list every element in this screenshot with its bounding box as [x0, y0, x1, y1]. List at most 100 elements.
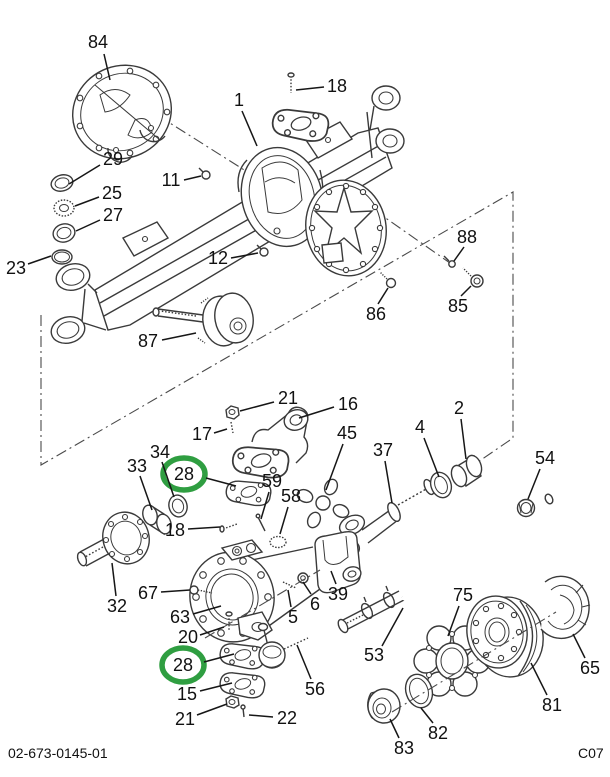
callout-84: 84 — [88, 32, 108, 52]
callout-87: 87 — [138, 331, 158, 351]
leader-85 — [460, 285, 472, 297]
callout-28-lower[interactable]: 28 — [173, 655, 193, 675]
callout-86: 86 — [366, 304, 386, 324]
callout-45: 45 — [337, 423, 357, 443]
part-brake-drum — [466, 595, 544, 678]
callout-12: 12 — [208, 248, 228, 268]
leader-27 — [75, 219, 101, 232]
callout-85: 85 — [448, 296, 468, 316]
callout-1: 1 — [234, 90, 244, 110]
part-ring-stack — [50, 174, 76, 265]
leader-21-lower — [196, 703, 228, 716]
leader-29 — [68, 164, 101, 185]
leader-88 — [453, 246, 465, 262]
callout-32: 32 — [107, 596, 127, 616]
leader-63 — [192, 605, 222, 615]
phantom-axis-lines — [204, 569, 557, 713]
leader-83 — [389, 718, 400, 739]
callout-21-lower: 21 — [175, 709, 195, 729]
leader-5 — [287, 589, 292, 608]
callout-28-upper[interactable]: 28 — [174, 464, 194, 484]
part-bushing-33 — [142, 503, 172, 536]
leader-32 — [111, 562, 117, 597]
callout-23: 23 — [6, 258, 26, 278]
callouts: 84 18 1 29 11 25 27 23 12 88 85 86 87 21… — [6, 32, 600, 758]
leader-6 — [302, 581, 312, 595]
leader-84 — [103, 53, 111, 81]
leader-67 — [160, 589, 191, 593]
leader-54 — [527, 468, 541, 500]
leader-59 — [260, 491, 270, 520]
callout-65: 65 — [580, 658, 600, 678]
part-axle-shaft-flange — [76, 511, 150, 567]
callout-29: 29 — [103, 149, 123, 169]
callout-16: 16 — [338, 394, 358, 414]
leader-20 — [199, 626, 225, 636]
leader-11 — [183, 175, 202, 181]
callout-54: 54 — [535, 448, 555, 468]
leader-53 — [381, 607, 404, 647]
leader-18-knuckle — [187, 526, 221, 530]
document-code: 02-673-0145-01 — [8, 745, 108, 761]
callout-34: 34 — [150, 442, 170, 462]
callout-4: 4 — [415, 417, 425, 437]
callout-37: 37 — [373, 440, 393, 460]
phantom-boundary-lines — [40, 81, 514, 466]
leader-65 — [572, 633, 586, 659]
leader-34 — [161, 461, 175, 498]
callout-11: 11 — [162, 170, 181, 190]
page-code: C07 — [578, 745, 604, 761]
callout-17: 17 — [192, 424, 212, 444]
callout-22: 22 — [277, 708, 297, 728]
leader-28-lower — [203, 653, 235, 663]
part-pin-59 — [255, 513, 266, 532]
leader-45 — [325, 443, 344, 491]
part-small-bolts — [198, 167, 484, 289]
callout-18-knuckle: 18 — [165, 520, 185, 540]
leader-25 — [74, 196, 100, 207]
leader-21-arm — [239, 401, 275, 412]
part-diff-cover — [305, 179, 387, 277]
highlight-ellipse-upper-28[interactable] — [160, 455, 208, 493]
part-bushing-2 — [450, 454, 483, 488]
leader-37 — [384, 460, 393, 504]
callout-6: 6 — [310, 594, 320, 614]
callout-82: 82 — [428, 723, 448, 743]
leader-56 — [296, 644, 312, 680]
part-steering-knuckle — [189, 530, 362, 643]
leader-17 — [213, 428, 228, 434]
callout-56: 56 — [305, 679, 325, 699]
part-differential-carrier — [71, 64, 173, 163]
callout-18-top: 18 — [327, 76, 347, 96]
leader-2 — [460, 418, 467, 460]
leader-75 — [447, 605, 460, 637]
highlights — [159, 455, 208, 685]
leader-81 — [530, 662, 548, 696]
leader-15 — [199, 682, 233, 692]
callout-2: 2 — [454, 398, 464, 418]
callout-53: 53 — [364, 645, 384, 665]
part-top-stud-and-gasket — [270, 72, 331, 147]
callout-5: 5 — [288, 607, 298, 627]
leader-16 — [298, 406, 335, 419]
part-hub-cap-83 — [367, 688, 401, 724]
leader-1 — [241, 110, 258, 147]
part-nut-21-lower — [225, 695, 240, 709]
part-stud-18-knuckle — [219, 523, 238, 533]
leader-86 — [377, 287, 389, 305]
callout-67: 67 — [138, 583, 158, 603]
leader-18-top — [295, 86, 325, 91]
leader-22 — [248, 714, 274, 718]
callout-83: 83 — [394, 738, 414, 758]
part-steering-arm — [225, 405, 309, 484]
callout-20: 20 — [178, 627, 198, 647]
leader-23 — [27, 255, 52, 265]
highlight-ellipse-lower-28[interactable] — [159, 645, 207, 685]
part-backing-plate — [540, 575, 591, 640]
leader-4 — [423, 437, 440, 478]
part-tie-rod-end — [257, 622, 309, 669]
callout-75: 75 — [453, 585, 473, 605]
callout-27: 27 — [103, 205, 123, 225]
